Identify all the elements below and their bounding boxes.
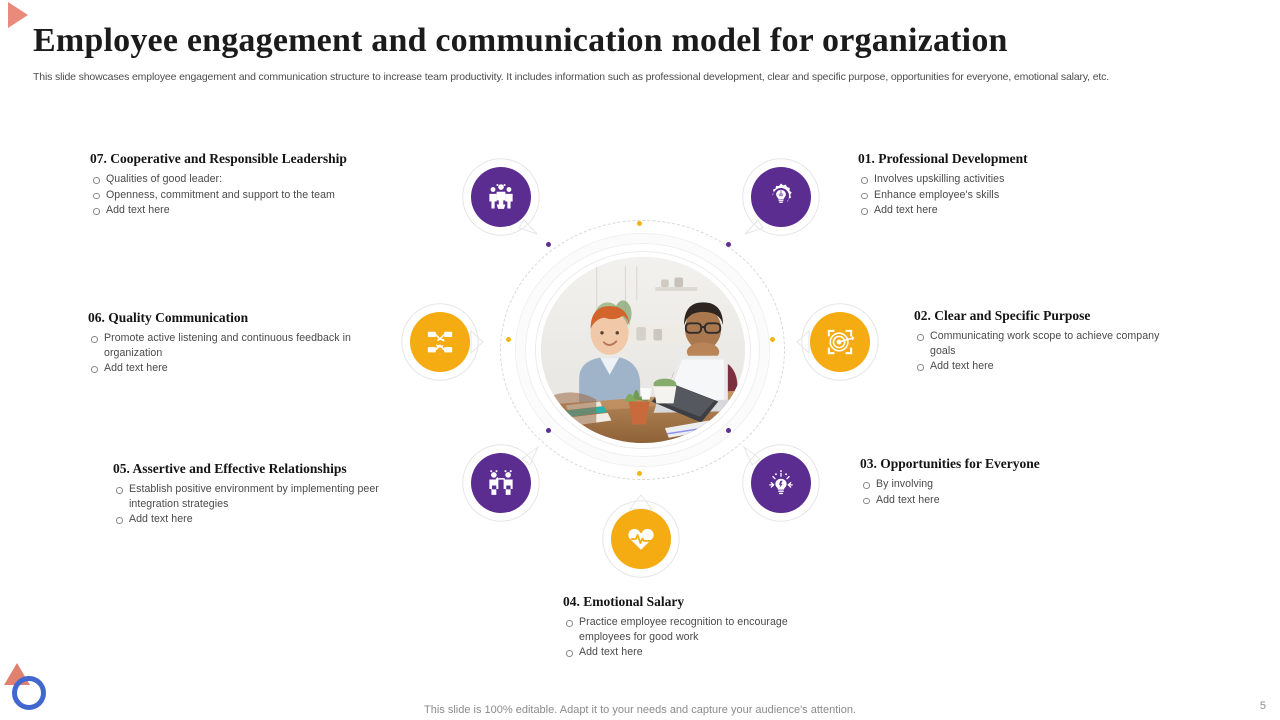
- heading-07: 07. Cooperative and Responsible Leadersh…: [90, 151, 347, 166]
- team-group-icon: [471, 167, 531, 227]
- lightbulb-growth-icon: [751, 453, 811, 513]
- bullet-item: By involving: [860, 477, 1120, 492]
- ring-dot-s: [637, 471, 642, 476]
- network-nodes-icon: [410, 312, 470, 372]
- bullet-item: Openness, commitment and support to the …: [90, 188, 420, 203]
- badge-06-quality-communication[interactable]: [401, 303, 484, 381]
- footer-note: This slide is 100% editable. Adapt it to…: [424, 704, 856, 716]
- ring-dot-n: [637, 221, 642, 226]
- heading-03: 03. Opportunities for Everyone: [860, 456, 1040, 471]
- ring-dot-se: [726, 428, 731, 433]
- heading-06: 06. Quality Communication: [88, 310, 249, 325]
- center-photo: [536, 252, 750, 448]
- page-subtitle: This slide showcases employee engagement…: [33, 71, 1110, 83]
- inner-ring: [516, 234, 769, 466]
- outer-dashed-ring: [500, 220, 785, 480]
- bullet-item: Add text here: [113, 512, 429, 527]
- bullet-item: Enhance employee's skills: [858, 188, 1138, 203]
- heading-02: 02. Clear and Specific Purpose: [914, 308, 1091, 323]
- badge-05-assertive-relationships[interactable]: [462, 444, 540, 522]
- bullets-04: Practice employee recognition to encoura…: [563, 615, 818, 660]
- text-block-06: 06. Quality Communication Promote active…: [88, 310, 356, 377]
- bullet-item: Involves upskilling activities: [858, 172, 1138, 187]
- bullets-06: Promote active listening and continuous …: [88, 331, 356, 376]
- heading-01: 01. Professional Development: [858, 151, 1028, 166]
- ring-dot-w: [506, 337, 511, 342]
- ring-dot-sw: [546, 428, 551, 433]
- badge-07-cooperative-leadership[interactable]: [462, 158, 540, 236]
- text-block-01: 01. Professional Development Involves up…: [858, 151, 1138, 219]
- bullet-item: Add text here: [88, 361, 356, 376]
- central-diagram: [500, 220, 790, 480]
- bullet-item: Add text here: [914, 359, 1178, 374]
- page-title: Employee engagement and communication mo…: [33, 22, 1008, 59]
- bullet-item: Practice employee recognition to encoura…: [563, 615, 818, 644]
- heart-pulse-icon: [611, 509, 671, 569]
- bullet-item: Promote active listening and continuous …: [88, 331, 356, 360]
- play-triangle-icon: [8, 2, 28, 28]
- text-block-07: 07. Cooperative and Responsible Leadersh…: [90, 151, 420, 219]
- bullet-item: Add text here: [90, 203, 420, 218]
- text-block-04: 04. Emotional Salary Practice employee r…: [563, 594, 818, 661]
- text-block-03: 03. Opportunities for Everyone By involv…: [860, 456, 1120, 508]
- badge-01-professional-development[interactable]: [742, 158, 820, 236]
- bullets-05: Establish positive environment by implem…: [113, 482, 429, 527]
- bullet-item: Qualities of good leader:: [90, 172, 420, 187]
- ring-dot-nw: [546, 242, 551, 247]
- target-dart-icon: [810, 312, 870, 372]
- heading-04: 04. Emotional Salary: [563, 594, 685, 609]
- bullets-02: Communicating work scope to achieve comp…: [914, 329, 1178, 374]
- bullets-03: By involving Add text here: [860, 477, 1120, 507]
- badge-02-clear-specific-purpose[interactable]: [796, 303, 879, 381]
- bullets-01: Involves upskilling activities Enhance e…: [858, 172, 1138, 218]
- circle-ring-decoration-icon: [12, 676, 46, 710]
- two-people-arrow-icon: [471, 453, 531, 513]
- bullet-item: Add text here: [563, 645, 818, 660]
- page-number: 5: [1259, 700, 1266, 712]
- badge-03-opportunities-everyone[interactable]: [742, 444, 820, 522]
- bullet-item: Communicating work scope to achieve comp…: [914, 329, 1178, 358]
- bullets-07: Qualities of good leader: Openness, comm…: [90, 172, 420, 218]
- heading-05: 05. Assertive and Effective Relationship…: [113, 461, 347, 476]
- bullet-item: Add text here: [858, 203, 1138, 218]
- text-block-02: 02. Clear and Specific Purpose Communica…: [914, 308, 1178, 375]
- gear-brain-icon: [751, 167, 811, 227]
- ring-dot-ne: [726, 242, 731, 247]
- bullet-item: Establish positive environment by implem…: [113, 482, 429, 511]
- badge-04-emotional-salary[interactable]: [602, 494, 680, 578]
- text-block-05: 05. Assertive and Effective Relationship…: [113, 461, 429, 528]
- bullet-item: Add text here: [860, 493, 1120, 508]
- ring-dot-e: [770, 337, 775, 342]
